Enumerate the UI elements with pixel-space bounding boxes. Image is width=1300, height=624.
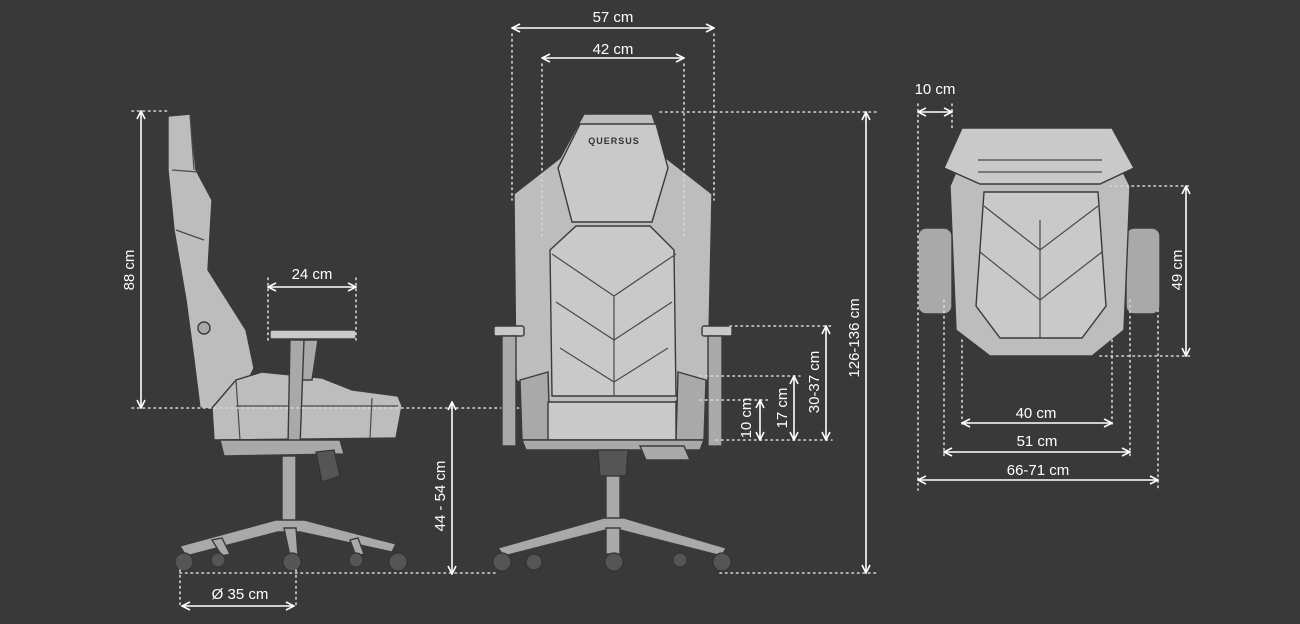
- total-height-label: 126-136 cm: [846, 298, 863, 377]
- headrest-depth-label: 10 cm: [915, 81, 956, 98]
- front-inner-width-label: 42 cm: [593, 41, 634, 58]
- seat-inner-width-label: 40 cm: [1016, 405, 1057, 422]
- base-diameter-label: Ø 35 cm: [212, 586, 269, 603]
- side-bolster-height-label: 17 cm: [774, 388, 791, 429]
- seat-width-label: 51 cm: [1017, 433, 1058, 450]
- recline-knob-icon: [197, 321, 211, 335]
- top-view-chair: [917, 127, 1161, 357]
- seat-height-label: 44 - 54 cm: [432, 461, 449, 532]
- top-view-guides: [917, 103, 1193, 491]
- front-view-chair: QUERSUS: [492, 113, 733, 572]
- armrest-height-label: 30-37 cm: [806, 351, 823, 414]
- side-view-chair: [167, 113, 408, 572]
- side-height-label: 88 cm: [121, 250, 138, 291]
- brand-logo: QUERSUS: [588, 136, 640, 146]
- seat-depth-label: 49 cm: [1169, 250, 1186, 291]
- front-outer-width-label: 57 cm: [593, 9, 634, 26]
- armrest-length-label: 24 cm: [292, 266, 333, 283]
- seat-bolster-height-label: 10 cm: [738, 398, 755, 439]
- overall-width-label: 66-71 cm: [1007, 462, 1070, 479]
